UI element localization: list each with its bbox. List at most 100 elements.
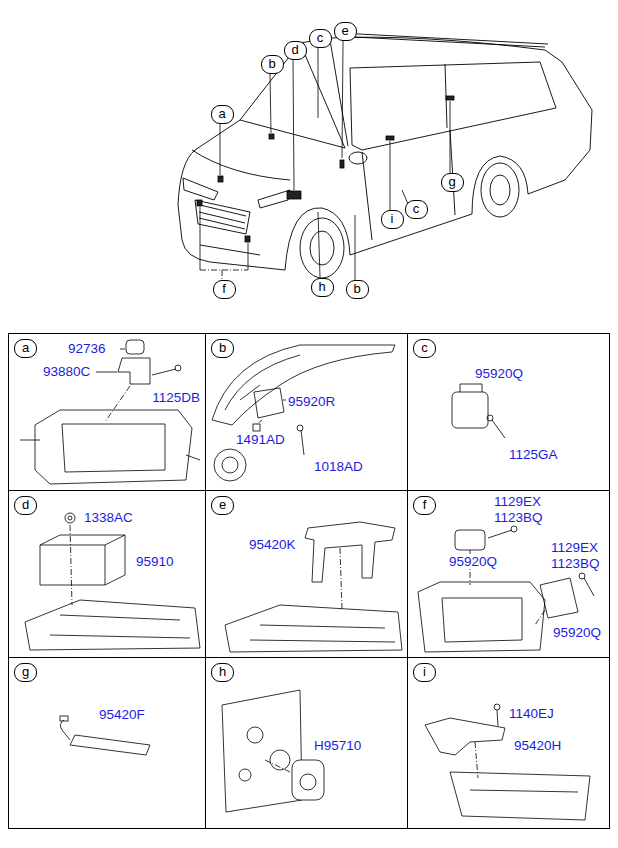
- leader-lines-part: [200, 207, 248, 270]
- leader-lines-part: [355, 215, 356, 280]
- panel-a-drawing-part: [126, 340, 144, 354]
- callout-text: i: [382, 211, 403, 227]
- part-number: 1338AC: [83, 510, 134, 525]
- detail-panel: 95920R1491AD1018ADb: [205, 333, 408, 491]
- panel-h-drawing-part: [300, 774, 316, 790]
- panel-b-drawing-part: [297, 425, 303, 431]
- panel-letter: f: [413, 496, 436, 515]
- part-number: 1140EJ: [508, 706, 555, 721]
- leader-lines-part: [342, 41, 343, 158]
- vehicle-outline-part: [200, 245, 260, 255]
- part-number: 1129EX: [550, 540, 599, 555]
- panel-h-drawing-part: [247, 727, 263, 743]
- callout-text: d: [285, 42, 306, 58]
- panel-g-drawing-part: [70, 735, 150, 755]
- vehicle-outline-part: [300, 218, 344, 278]
- vehicle-outline-part: [349, 152, 367, 164]
- callout-letter: f: [213, 280, 236, 299]
- vehicle-sensors-part: [446, 96, 454, 100]
- vehicle-sensors-part: [386, 136, 394, 140]
- leader-lines-part: [220, 124, 221, 175]
- detail-panel: 1129EX1123BQ95920Q1129EX1123BQ95920Qf: [407, 490, 610, 658]
- vehicle-outline-part: [340, 33, 548, 44]
- panel-i-drawing-part: [494, 704, 500, 710]
- panel-f-drawing-part: [579, 573, 585, 579]
- part-number: 1018AD: [313, 459, 364, 474]
- panel-b-drawing-part: [253, 424, 260, 431]
- leader-lines-part: [200, 270, 248, 280]
- vehicle-outline-part: [183, 178, 218, 200]
- panel-a-drawing-part: [175, 365, 181, 371]
- panel-h-drawing-part: [239, 769, 251, 781]
- callout-text: g: [442, 174, 463, 190]
- panel-f-drawing-part: [511, 526, 517, 532]
- detail-panel: 9273693880C1125DBa: [8, 333, 206, 491]
- callout-text: h: [212, 664, 233, 680]
- callout-text: i: [414, 664, 435, 680]
- panel-a-drawing: [20, 340, 200, 484]
- panel-e-drawing-part: [250, 625, 395, 642]
- callout-text: a: [212, 106, 233, 122]
- part-number: 1123BQ: [493, 510, 544, 525]
- callout-letter: b: [346, 280, 369, 299]
- callout-text: b: [347, 281, 368, 297]
- panel-f-drawing-part: [442, 598, 522, 642]
- vehicle-outline-part: [199, 205, 246, 229]
- vehicle-outline-part: [195, 200, 250, 234]
- panel-d-drawing-part: [40, 535, 125, 585]
- part-number: 1125GA: [508, 447, 559, 462]
- panel-letter: c: [413, 339, 436, 358]
- panel-i-drawing: [425, 704, 590, 820]
- vehicle-outline-part: [350, 62, 556, 150]
- callout-letter: d: [284, 41, 307, 60]
- callout-text: g: [15, 664, 36, 680]
- panel-b-drawing-part: [257, 420, 262, 424]
- panel-c-drawing-part: [452, 392, 488, 428]
- callout-text: d: [15, 497, 36, 513]
- detail-panel: 95420Fg: [8, 657, 206, 829]
- leader-lines-part: [318, 212, 320, 277]
- vehicle-outline-part: [330, 40, 348, 146]
- detail-panel: 95920Q 1125GA c: [407, 333, 610, 491]
- callout-letter: b: [261, 55, 284, 74]
- part-number: 95420H: [513, 738, 562, 753]
- vehicle-sensors-part: [269, 134, 274, 139]
- leader-lines-part: [318, 48, 319, 118]
- detail-panel: H95710h: [205, 657, 408, 829]
- panel-d-drawing-part: [68, 516, 72, 520]
- vehicle-outline-part: [335, 36, 545, 47]
- callout-letter: c: [405, 200, 428, 219]
- vehicle-outline-part: [178, 37, 592, 270]
- panel-letter: b: [211, 339, 234, 358]
- callout-text: c: [406, 201, 427, 217]
- vehicle-outline-part: [192, 150, 290, 180]
- part-number: 95920Q: [474, 366, 524, 381]
- callout-text: b: [212, 340, 233, 356]
- panel-letter: a: [14, 339, 37, 358]
- panel-c-drawing-part: [492, 420, 505, 438]
- panel-e-drawing-part: [305, 522, 395, 582]
- callout-letter: e: [334, 22, 357, 41]
- callout-text: b: [262, 56, 283, 72]
- callout-text: a: [15, 340, 36, 356]
- callout-text: e: [335, 23, 356, 39]
- panel-e-drawing-part: [340, 548, 342, 610]
- leader-lines: [200, 41, 450, 280]
- panel-a-drawing-part: [62, 424, 165, 472]
- panel-f-drawing-part: [455, 530, 485, 550]
- panel-c-drawing-part: [487, 415, 493, 421]
- panel-g-drawing-part: [60, 716, 68, 721]
- panel-d-drawing-part: [40, 535, 125, 585]
- part-number: 95920R: [287, 394, 336, 409]
- callout-letter: c: [309, 29, 332, 48]
- vehicle-outline-part: [481, 163, 519, 217]
- panel-d-drawing-part: [70, 525, 72, 605]
- leader-lines-part: [270, 74, 271, 133]
- panel-a-drawing-part: [105, 386, 130, 422]
- detail-panel: 95420Ke: [205, 490, 408, 658]
- callout-text: c: [310, 30, 331, 46]
- part-number: 95920Q: [448, 554, 498, 569]
- detail-panel: 1140EJ 95420H i: [407, 657, 610, 829]
- panel-c-drawing-part: [460, 384, 482, 392]
